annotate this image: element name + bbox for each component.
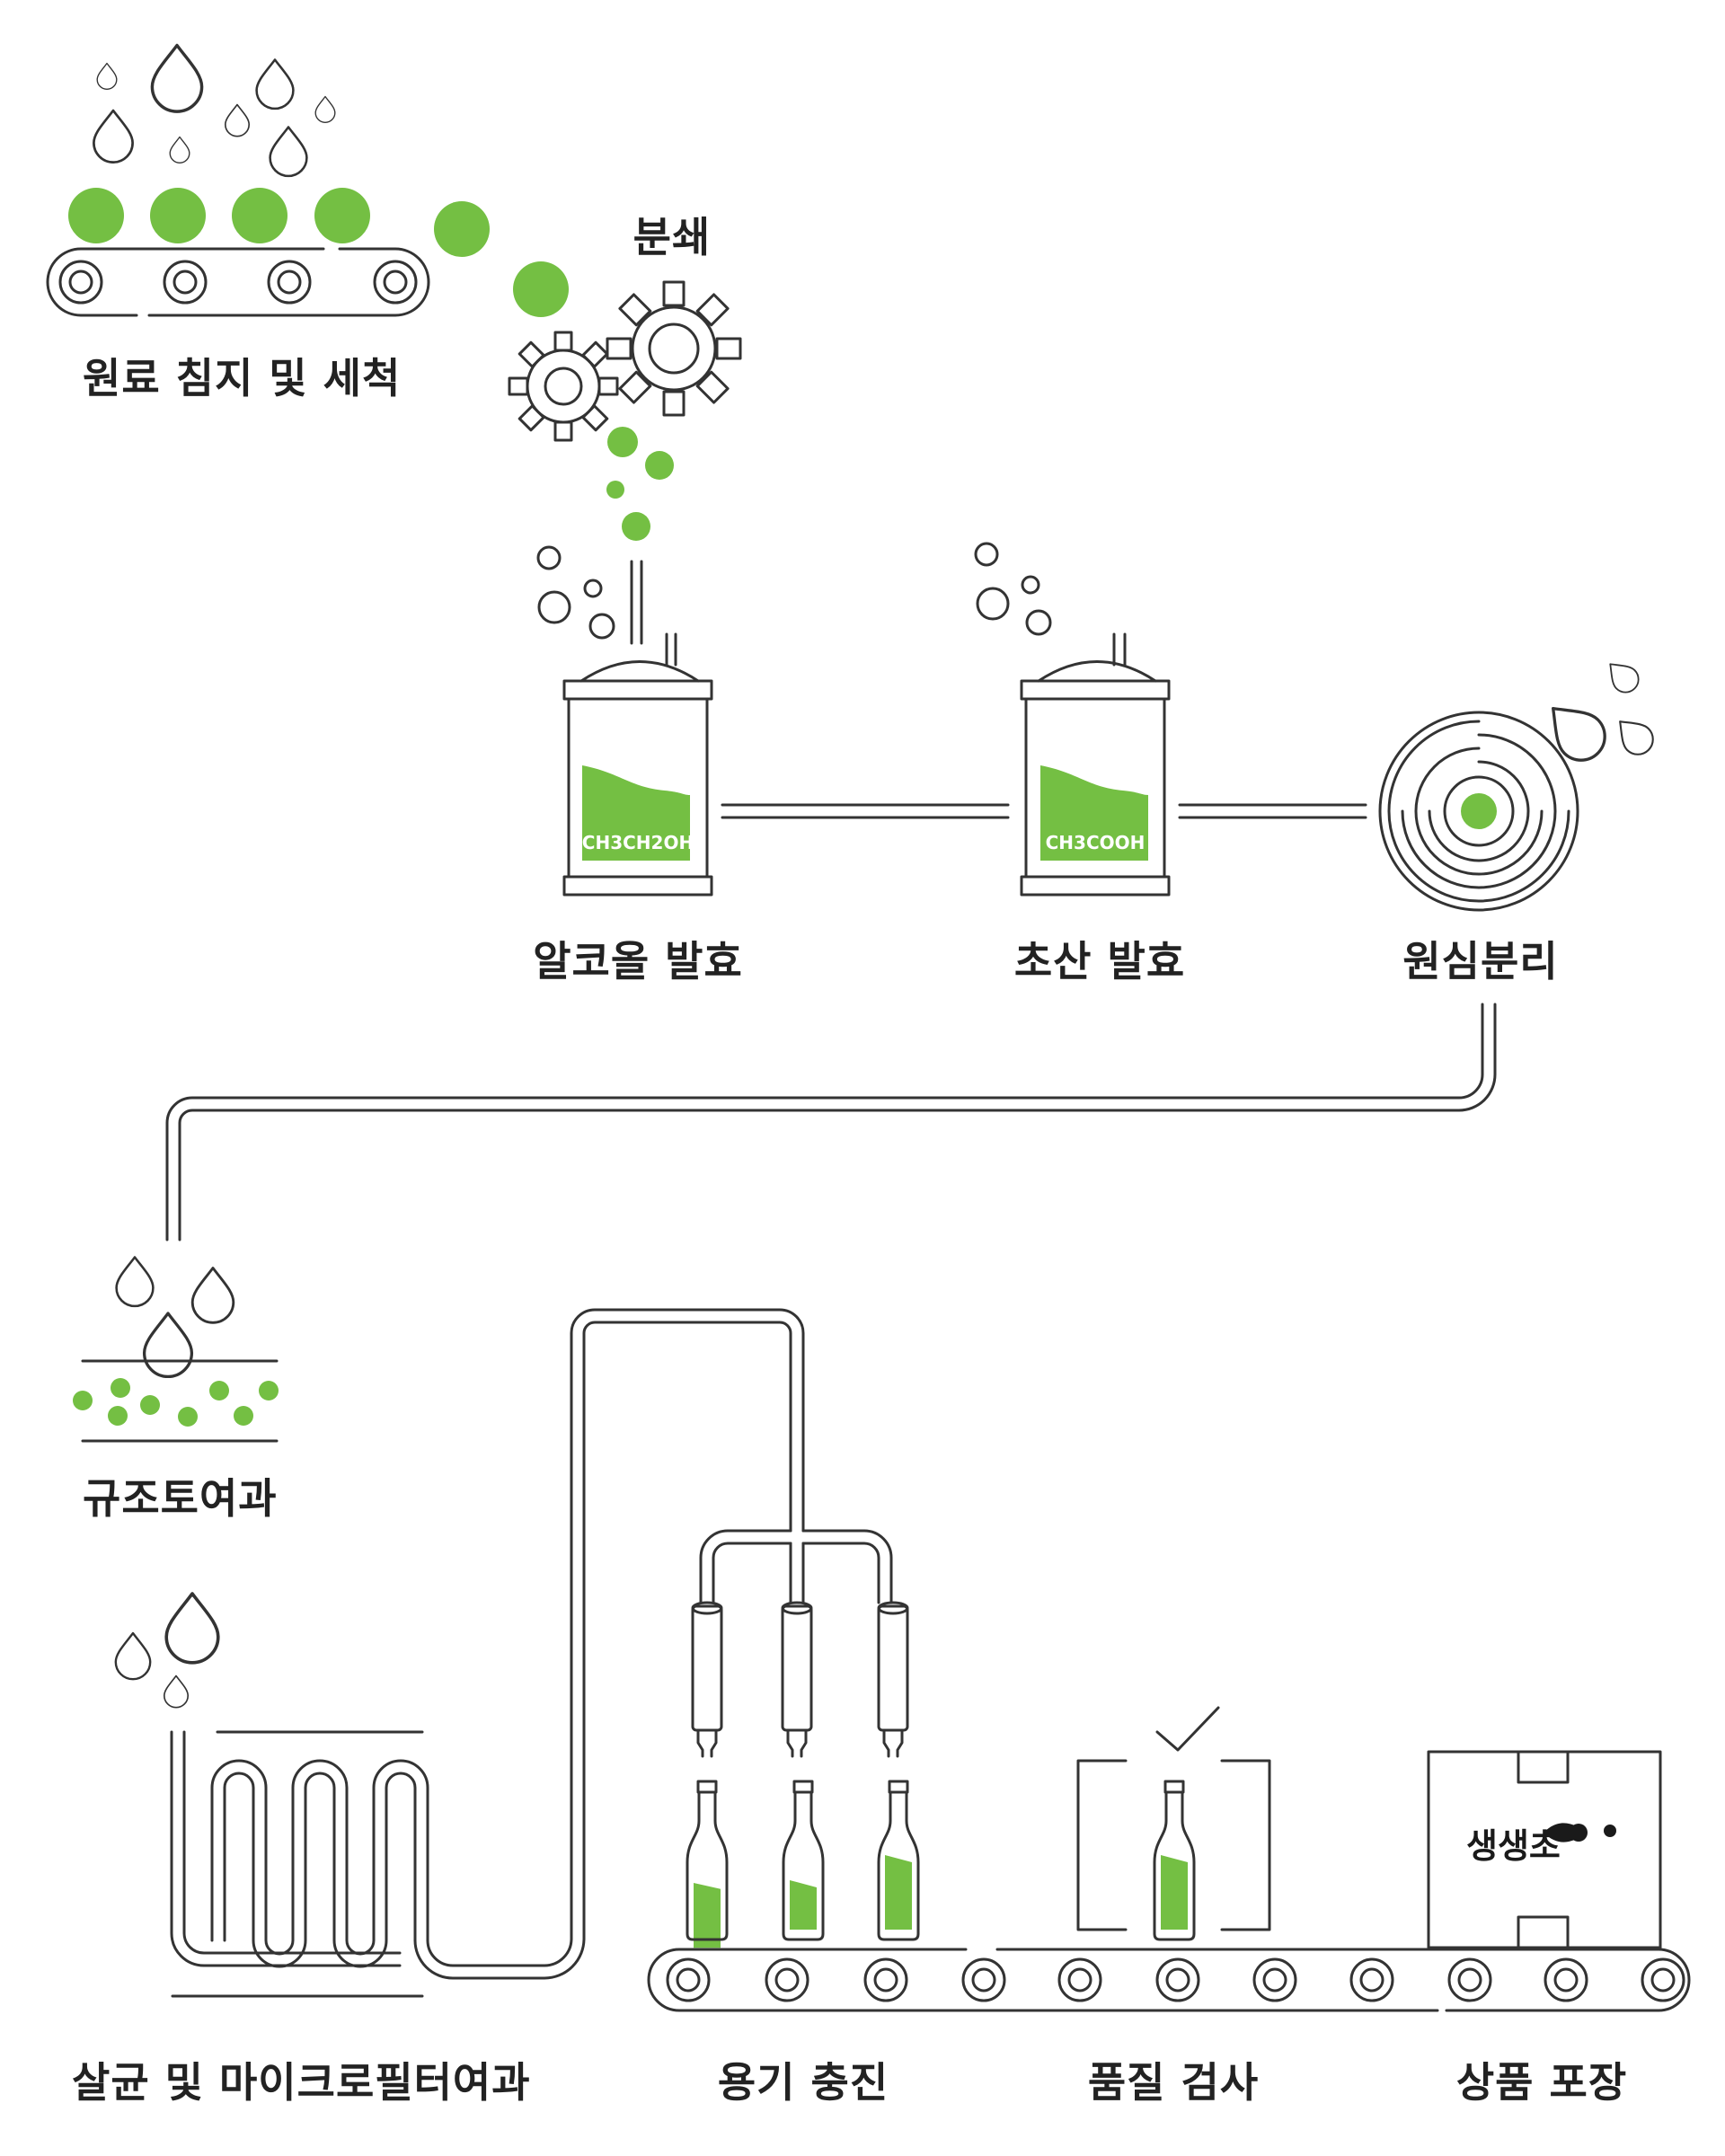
step-packaging-label: 상품 포장 xyxy=(1455,2058,1628,2107)
brand-label: 생생초 xyxy=(1466,1826,1561,1866)
filler-nozzles xyxy=(691,1601,909,1758)
alcohol-formula-label: CH3CH2OH xyxy=(581,832,694,853)
alcohol-tank xyxy=(536,545,713,897)
acetic-tank xyxy=(974,542,1171,897)
soak-wash-station xyxy=(46,43,569,317)
step-diatomite-filter-label: 규조토여과 xyxy=(83,1474,278,1523)
package-box xyxy=(1427,1750,1662,1949)
step-acetic-ferment-label: 초산 발효 xyxy=(1013,937,1186,985)
step-quality-check-label: 품질 검사 xyxy=(1087,2058,1260,2107)
brand-logo-icon xyxy=(1544,1823,1616,1842)
bottles xyxy=(686,1780,1196,1948)
acetic-formula-label: CH3COOH xyxy=(1045,832,1146,853)
step-centrifuge-label: 원심분리 xyxy=(1402,937,1559,985)
pipe-to-filler xyxy=(413,1308,805,1980)
water-drops-icon xyxy=(115,1256,235,1379)
step-sterilize-microfilter-label: 살균 및 마이크로필터여과 xyxy=(72,2058,531,2107)
connecting-pipes xyxy=(721,803,1367,819)
crushed-particles xyxy=(606,427,674,541)
step-soak-wash-label: 원료 침지 및 세척 xyxy=(83,354,402,402)
step-bottling-label: 용기 충진 xyxy=(717,2058,889,2107)
diatomite-filter xyxy=(73,1256,279,1443)
water-drops-icon xyxy=(114,1592,220,1709)
gear-icon xyxy=(508,280,742,442)
quality-check-frame xyxy=(1076,1706,1271,1931)
water-drops-icon xyxy=(1535,654,1660,772)
step-crush-label: 분쇄 xyxy=(632,213,712,261)
step-alcohol-ferment-label: 알코올 발효 xyxy=(533,937,743,985)
sterilizer-coil xyxy=(114,1592,429,1998)
raw-material-balls xyxy=(68,188,569,317)
wash-conveyor xyxy=(46,247,430,317)
filler-manifold xyxy=(699,1529,893,1604)
checkmark-icon xyxy=(1155,1706,1220,1752)
pipe-to-filter xyxy=(165,1003,1497,1241)
main-conveyor xyxy=(647,1948,1691,2012)
water-drops-icon xyxy=(93,43,336,178)
bubbles-icon xyxy=(974,542,1052,636)
bubbles-icon xyxy=(536,545,615,640)
centrifuge-icon xyxy=(1378,654,1660,912)
